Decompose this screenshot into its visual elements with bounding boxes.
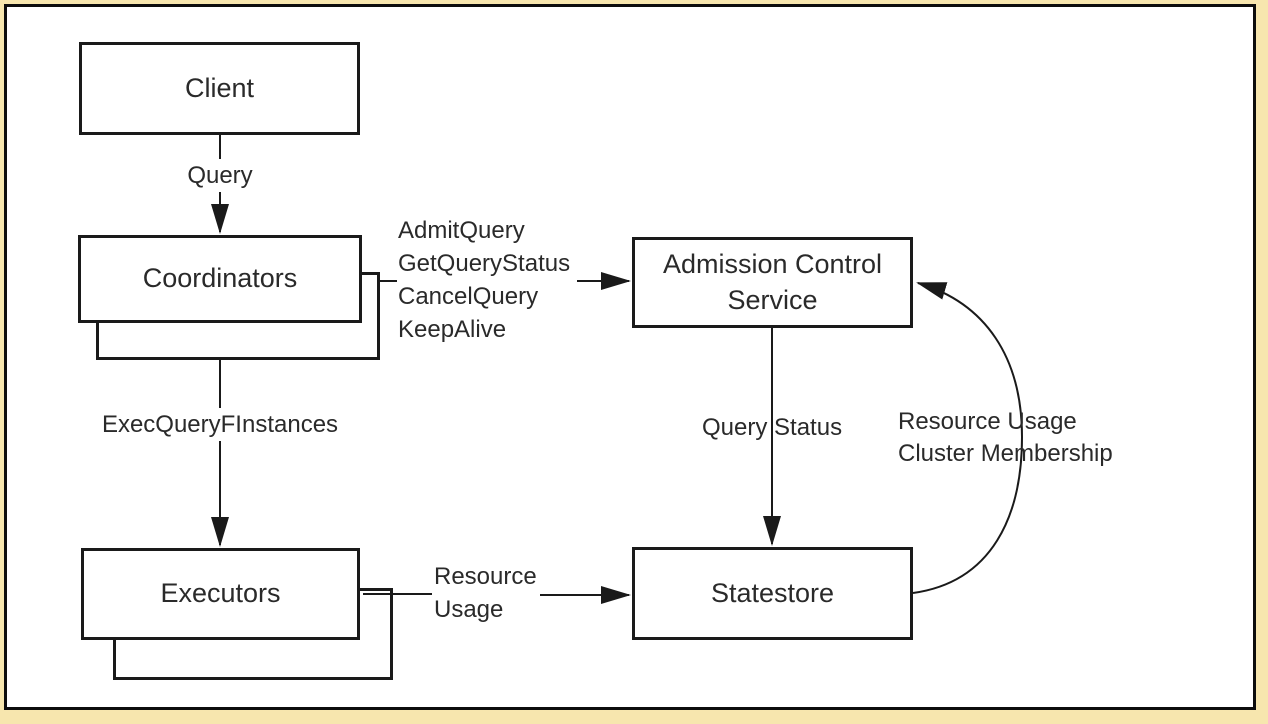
node-coordinators-label: Coordinators (142, 263, 298, 294)
node-statestore: Statestore (632, 547, 913, 640)
edge-label-rpc-list: AdmitQuery GetQueryStatus CancelQuery Ke… (398, 214, 570, 346)
edge-label-getquerystatus: GetQueryStatus (398, 250, 571, 277)
node-executors-label: Executors (160, 578, 281, 609)
node-client: Client (79, 42, 360, 135)
node-statestore-label: Statestore (710, 577, 835, 608)
node-executors: Executors (81, 548, 360, 640)
edge-label-resource-usage-line1: Resource (434, 563, 537, 590)
edge-label-ru-cm-line2: Cluster Membership (898, 440, 1113, 467)
edge-label-resource-usage: Resource Usage (434, 560, 537, 626)
node-admission-control-service: Admission Control Service (632, 237, 913, 328)
node-admission-control-label-line1: Admission Control (662, 249, 883, 280)
edge-label-cancelquery: CancelQuery (398, 283, 539, 310)
node-client-label: Client (184, 72, 255, 103)
edge-label-resource-usage-line2: Usage (434, 596, 504, 623)
edge-label-resource-usage-cluster-membership: Resource Usage Cluster Membership (898, 406, 1113, 470)
edge-label-query-status: Query Status (702, 414, 843, 441)
edge-label-query: Query (184, 159, 256, 192)
node-coordinators: Coordinators (78, 235, 362, 323)
node-admission-control-label-line2: Service (727, 284, 818, 315)
edge-label-execqueryfinstances: ExecQueryFInstances (88, 408, 352, 441)
edge-label-admitquery: AdmitQuery (398, 217, 525, 244)
edge-label-keepalive: KeepAlive (398, 316, 507, 343)
edge-label-ru-cm-line1: Resource Usage (898, 408, 1077, 435)
